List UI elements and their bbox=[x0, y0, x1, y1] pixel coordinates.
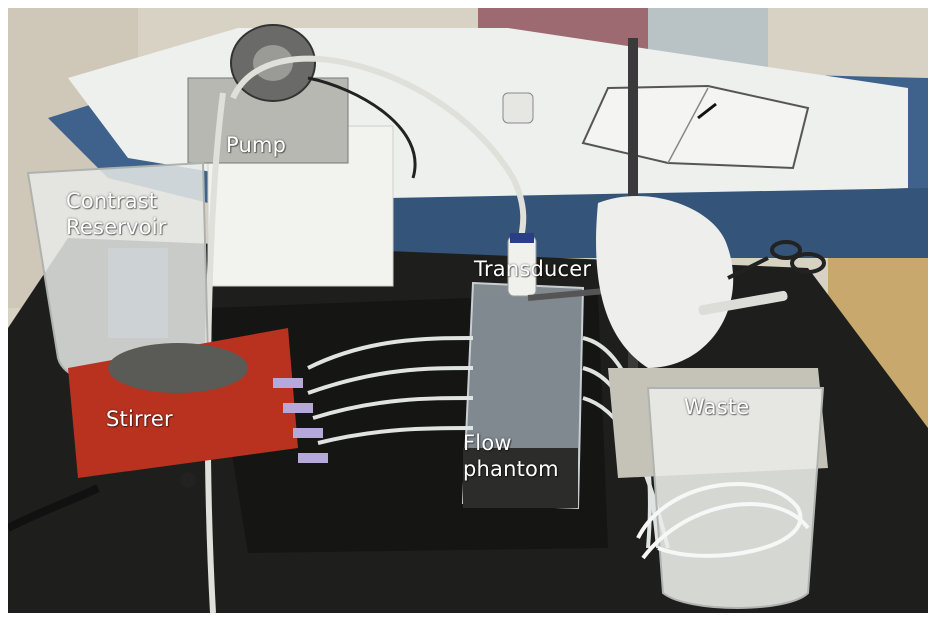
label-flow-line2: phantom bbox=[463, 457, 559, 481]
label-flow-line1: Flow bbox=[463, 431, 512, 455]
scissors bbox=[727, 240, 826, 280]
label-waste: Waste bbox=[684, 395, 750, 419]
power-cable bbox=[307, 76, 417, 179]
label-stirrer: Stirrer bbox=[106, 407, 173, 431]
down-tube bbox=[204, 92, 226, 613]
valves bbox=[273, 378, 328, 463]
power-cord bbox=[8, 484, 100, 532]
remote bbox=[502, 92, 534, 124]
notebook-spine bbox=[667, 87, 709, 164]
lab-setup-photo bbox=[8, 8, 928, 613]
stirrer-plate bbox=[108, 343, 248, 393]
pen bbox=[697, 102, 717, 120]
notebook bbox=[581, 84, 810, 170]
photo-frame: Pump Contrast Reservoir Transducer Stirr… bbox=[8, 8, 928, 613]
label-pump: Pump bbox=[226, 133, 287, 157]
label-contrast-line1: Contrast bbox=[66, 189, 158, 213]
stirrer-knob bbox=[180, 472, 196, 488]
pump-tube bbox=[230, 55, 527, 244]
label-transducer: Transducer bbox=[474, 257, 592, 281]
waste-tubing bbox=[636, 482, 810, 560]
syringe bbox=[698, 290, 788, 316]
waste-beaker bbox=[646, 387, 825, 609]
tissue bbox=[596, 195, 734, 368]
phantom-base bbox=[463, 448, 578, 508]
transducer-band bbox=[510, 233, 534, 243]
beaker-graduations bbox=[108, 248, 168, 338]
label-contrast-line2: Reservoir bbox=[66, 215, 167, 239]
